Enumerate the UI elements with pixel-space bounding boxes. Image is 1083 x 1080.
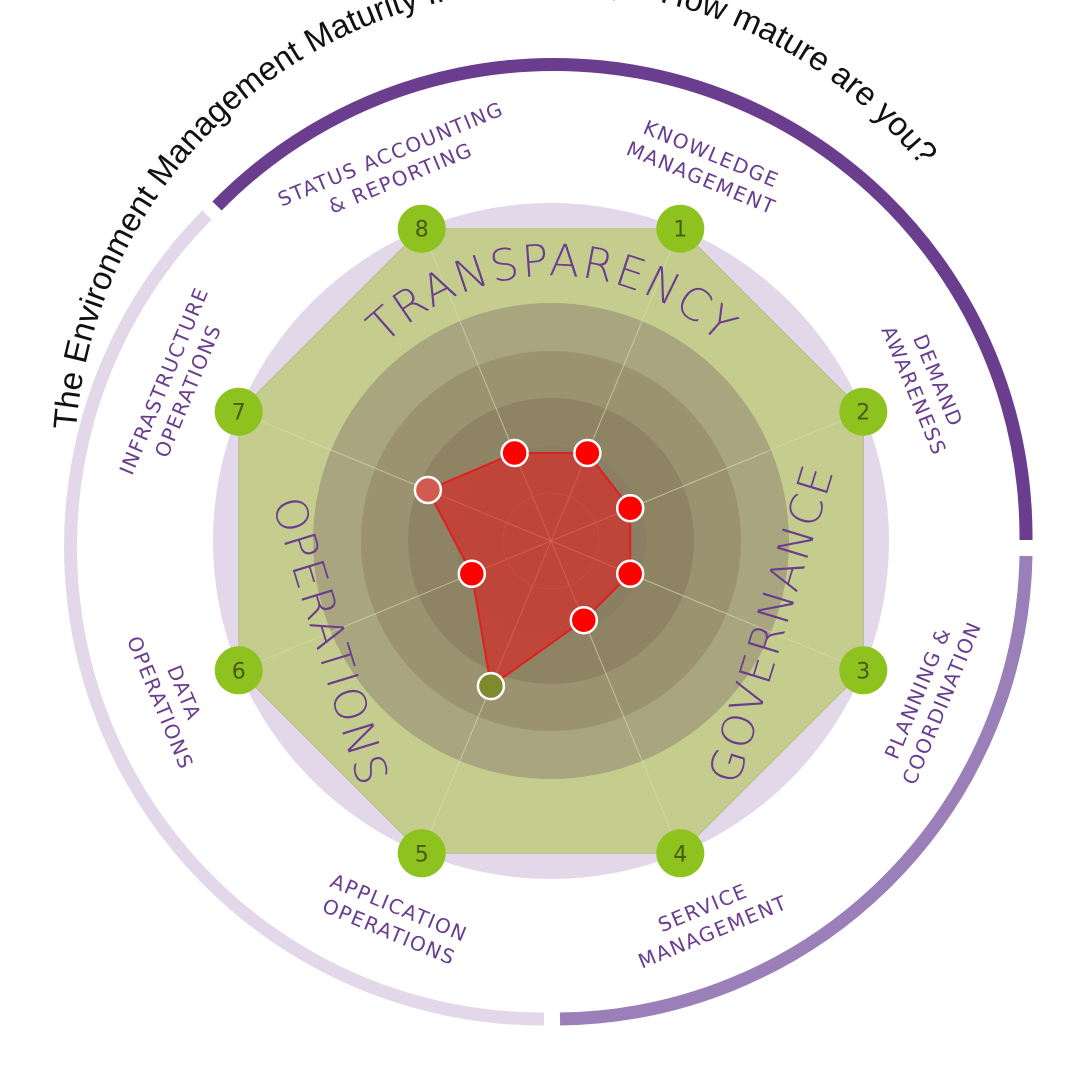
axis-badge-number: 2 xyxy=(856,401,870,426)
data-point-8[interactable] xyxy=(500,438,529,468)
series-layer xyxy=(413,438,645,701)
axis-badge-7[interactable] xyxy=(214,387,263,436)
data-point-7[interactable] xyxy=(413,475,443,505)
axis-badge-1[interactable] xyxy=(656,204,705,253)
axis-badge-number: 8 xyxy=(415,218,429,243)
data-point-6[interactable] xyxy=(457,559,487,589)
data-point-3[interactable] xyxy=(615,559,645,589)
axis-badge-3[interactable] xyxy=(839,646,888,695)
axis-badge-number: 4 xyxy=(673,842,687,867)
segment-label-2: DEMANDAWARENESS xyxy=(877,312,976,459)
axis-badge-8[interactable] xyxy=(397,204,446,253)
outer-arc-operations xyxy=(64,210,545,1026)
axis-badge-6[interactable] xyxy=(214,646,263,695)
axis-badge-number: 3 xyxy=(856,659,870,684)
axis-badge-number: 7 xyxy=(232,401,246,426)
data-point-2[interactable] xyxy=(615,493,645,523)
axis-badge-5[interactable] xyxy=(397,829,446,878)
data-point-4[interactable] xyxy=(569,605,599,635)
outer-arc-governance xyxy=(559,555,1033,1026)
axis-badge-number: 5 xyxy=(415,842,429,867)
segment-label-4: SERVICEMANAGEMENT xyxy=(625,866,791,973)
axis-badges: 1 2 3 4 5 6 7 8 xyxy=(214,204,888,878)
axis-badge-number: 1 xyxy=(673,218,687,243)
outer-arc-transparency xyxy=(212,57,1033,541)
segment-label-1: KNOWLEDGEMANAGEMENT xyxy=(623,112,789,219)
axis-badge-number: 6 xyxy=(232,659,246,684)
axis-badge-4[interactable] xyxy=(656,829,705,878)
outer-ring-arcs xyxy=(64,57,1033,1026)
segment-label-6: DATAOPERATIONS xyxy=(122,623,223,773)
data-point-1[interactable] xyxy=(573,438,602,468)
segment-label-5: APPLICATIONOPERATIONS xyxy=(317,869,471,971)
data-point-5[interactable] xyxy=(476,671,506,701)
axis-badge-2[interactable] xyxy=(839,387,888,436)
